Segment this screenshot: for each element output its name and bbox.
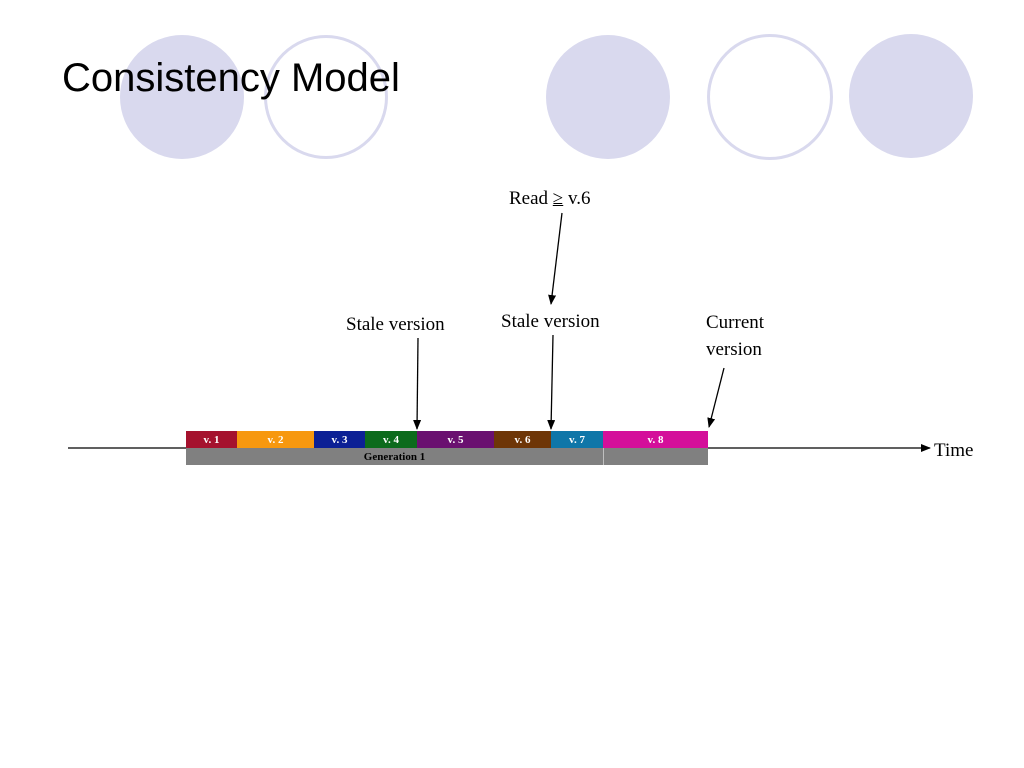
- stale-version-label-2: Stale version: [501, 311, 600, 332]
- decorative-circle-filled: [849, 34, 973, 158]
- current-arrow: [707, 367, 725, 428]
- read-prefix: Read: [509, 188, 553, 209]
- time-axis-label: Time: [934, 440, 974, 461]
- current-version-label-line2: version: [706, 339, 762, 360]
- version-segment-5: v. 5: [417, 431, 494, 448]
- decorative-circle-ring: [264, 35, 388, 159]
- generation-bar-next: [603, 448, 708, 465]
- version-segment-1: v. 1: [186, 431, 237, 448]
- read-suffix: v.6: [563, 188, 591, 209]
- current-version-label-line1: Current: [706, 312, 765, 333]
- decorative-circle-filled: [120, 35, 244, 159]
- version-segment-7: v. 7: [551, 431, 603, 448]
- read-label: Read ≥ v.6: [509, 185, 591, 213]
- version-segment-8: v. 8: [603, 431, 708, 448]
- read-symbol: ≥: [552, 188, 564, 209]
- decorative-circle-filled: [546, 35, 670, 159]
- stale-2-arrow: [547, 334, 556, 430]
- version-segment-6: v. 6: [494, 431, 551, 448]
- version-segment-2: v. 2: [237, 431, 314, 448]
- stale-version-label-1: Stale version: [346, 314, 445, 335]
- read-arrow: [548, 212, 563, 305]
- version-segment-3: v. 3: [314, 431, 365, 448]
- generation-bar: Generation 1: [186, 448, 603, 465]
- version-segment-4: v. 4: [365, 431, 417, 448]
- slide-title: Consistency Model: [62, 56, 400, 100]
- decorative-circle-ring: [707, 34, 833, 160]
- stale-1-arrow: [413, 337, 422, 430]
